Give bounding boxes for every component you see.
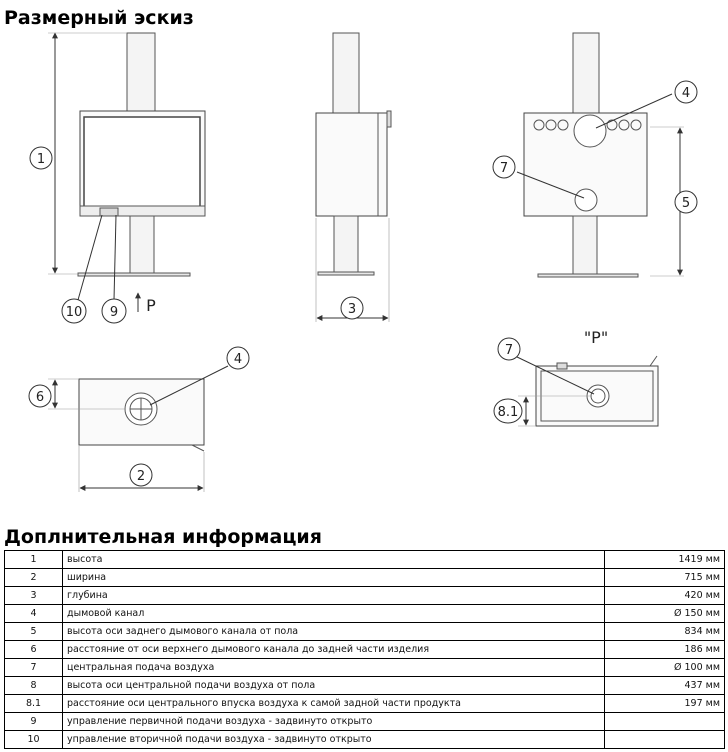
view-p <box>514 355 659 427</box>
callout-1 <box>29 146 53 170</box>
spec-number: 10 <box>4 730 63 749</box>
dimension-drawing: 1 10 9 3 4 7 5 4 6 2 7 8.1 P "P" <box>28 32 698 492</box>
spec-description: высота оси заднего дымового канала от по… <box>62 622 605 641</box>
spec-number: 5 <box>4 622 63 641</box>
sketch-title: Размерный эскиз <box>4 7 194 29</box>
callout-4-top <box>226 346 250 370</box>
front-view <box>48 32 206 312</box>
spec-value: 715 мм <box>604 568 725 587</box>
callout-label: 5 <box>682 196 690 211</box>
spec-value: 1419 мм <box>604 550 725 569</box>
view-arrow-label: P <box>146 296 156 315</box>
view-p-label: "P" <box>584 328 608 347</box>
spec-value: 437 мм <box>604 676 725 695</box>
spec-number: 9 <box>4 712 63 731</box>
callout-label: 7 <box>505 343 513 358</box>
top-view <box>48 365 229 492</box>
spec-value: Ø 150 мм <box>604 604 725 623</box>
callout-6 <box>28 384 52 408</box>
spec-description: центральная подача воздуха <box>62 658 605 677</box>
rear-view <box>516 32 684 278</box>
spec-value: 197 мм <box>604 694 725 713</box>
spec-number: 7 <box>4 658 63 677</box>
callout-label: 3 <box>348 302 356 317</box>
spec-value <box>604 712 725 731</box>
spec-description: высота <box>62 550 605 569</box>
spec-description: дымовой канал <box>62 604 605 623</box>
spec-value: 186 мм <box>604 640 725 659</box>
spec-number: 4 <box>4 604 63 623</box>
spec-description: расстояние от оси верхнего дымового кана… <box>62 640 605 659</box>
callout-9 <box>101 298 127 324</box>
spec-number: 3 <box>4 586 63 605</box>
spec-value <box>604 730 725 749</box>
spec-number: 8.1 <box>4 694 63 713</box>
callout-4-rear <box>674 80 698 104</box>
spec-description: высота оси центральной подачи воздуха от… <box>62 676 605 695</box>
callout-2 <box>129 463 153 487</box>
callout-label: 1 <box>37 152 45 167</box>
info-title: Доплнительная информация <box>4 526 322 548</box>
spec-description: ширина <box>62 568 605 587</box>
callout-8-1 <box>493 398 523 424</box>
spec-number: 6 <box>4 640 63 659</box>
callout-7-rear <box>492 155 516 179</box>
callout-3 <box>340 296 364 320</box>
spec-value: 420 мм <box>604 586 725 605</box>
spec-number: 1 <box>4 550 63 569</box>
spec-value: 834 мм <box>604 622 725 641</box>
callout-label: 8.1 <box>498 405 519 420</box>
spec-description: расстояние оси центрального впуска возду… <box>62 694 605 713</box>
spec-number: 8 <box>4 676 63 695</box>
callout-label: 4 <box>682 86 690 101</box>
callout-label: 4 <box>234 352 242 367</box>
spec-description: управление вторичной подачи воздуха - за… <box>62 730 605 749</box>
side-view <box>315 32 392 322</box>
callout-7-p <box>497 337 521 361</box>
callout-label: 10 <box>66 305 83 320</box>
callout-5 <box>674 190 698 214</box>
callout-label: 2 <box>137 469 145 484</box>
spec-number: 2 <box>4 568 63 587</box>
callout-label: 7 <box>500 161 508 176</box>
spec-description: глубина <box>62 586 605 605</box>
spec-value: Ø 100 мм <box>604 658 725 677</box>
spec-description: управление первичной подачи воздуха - за… <box>62 712 605 731</box>
callout-label: 6 <box>36 390 44 405</box>
callout-10 <box>61 298 87 324</box>
callout-label: 9 <box>110 305 118 320</box>
